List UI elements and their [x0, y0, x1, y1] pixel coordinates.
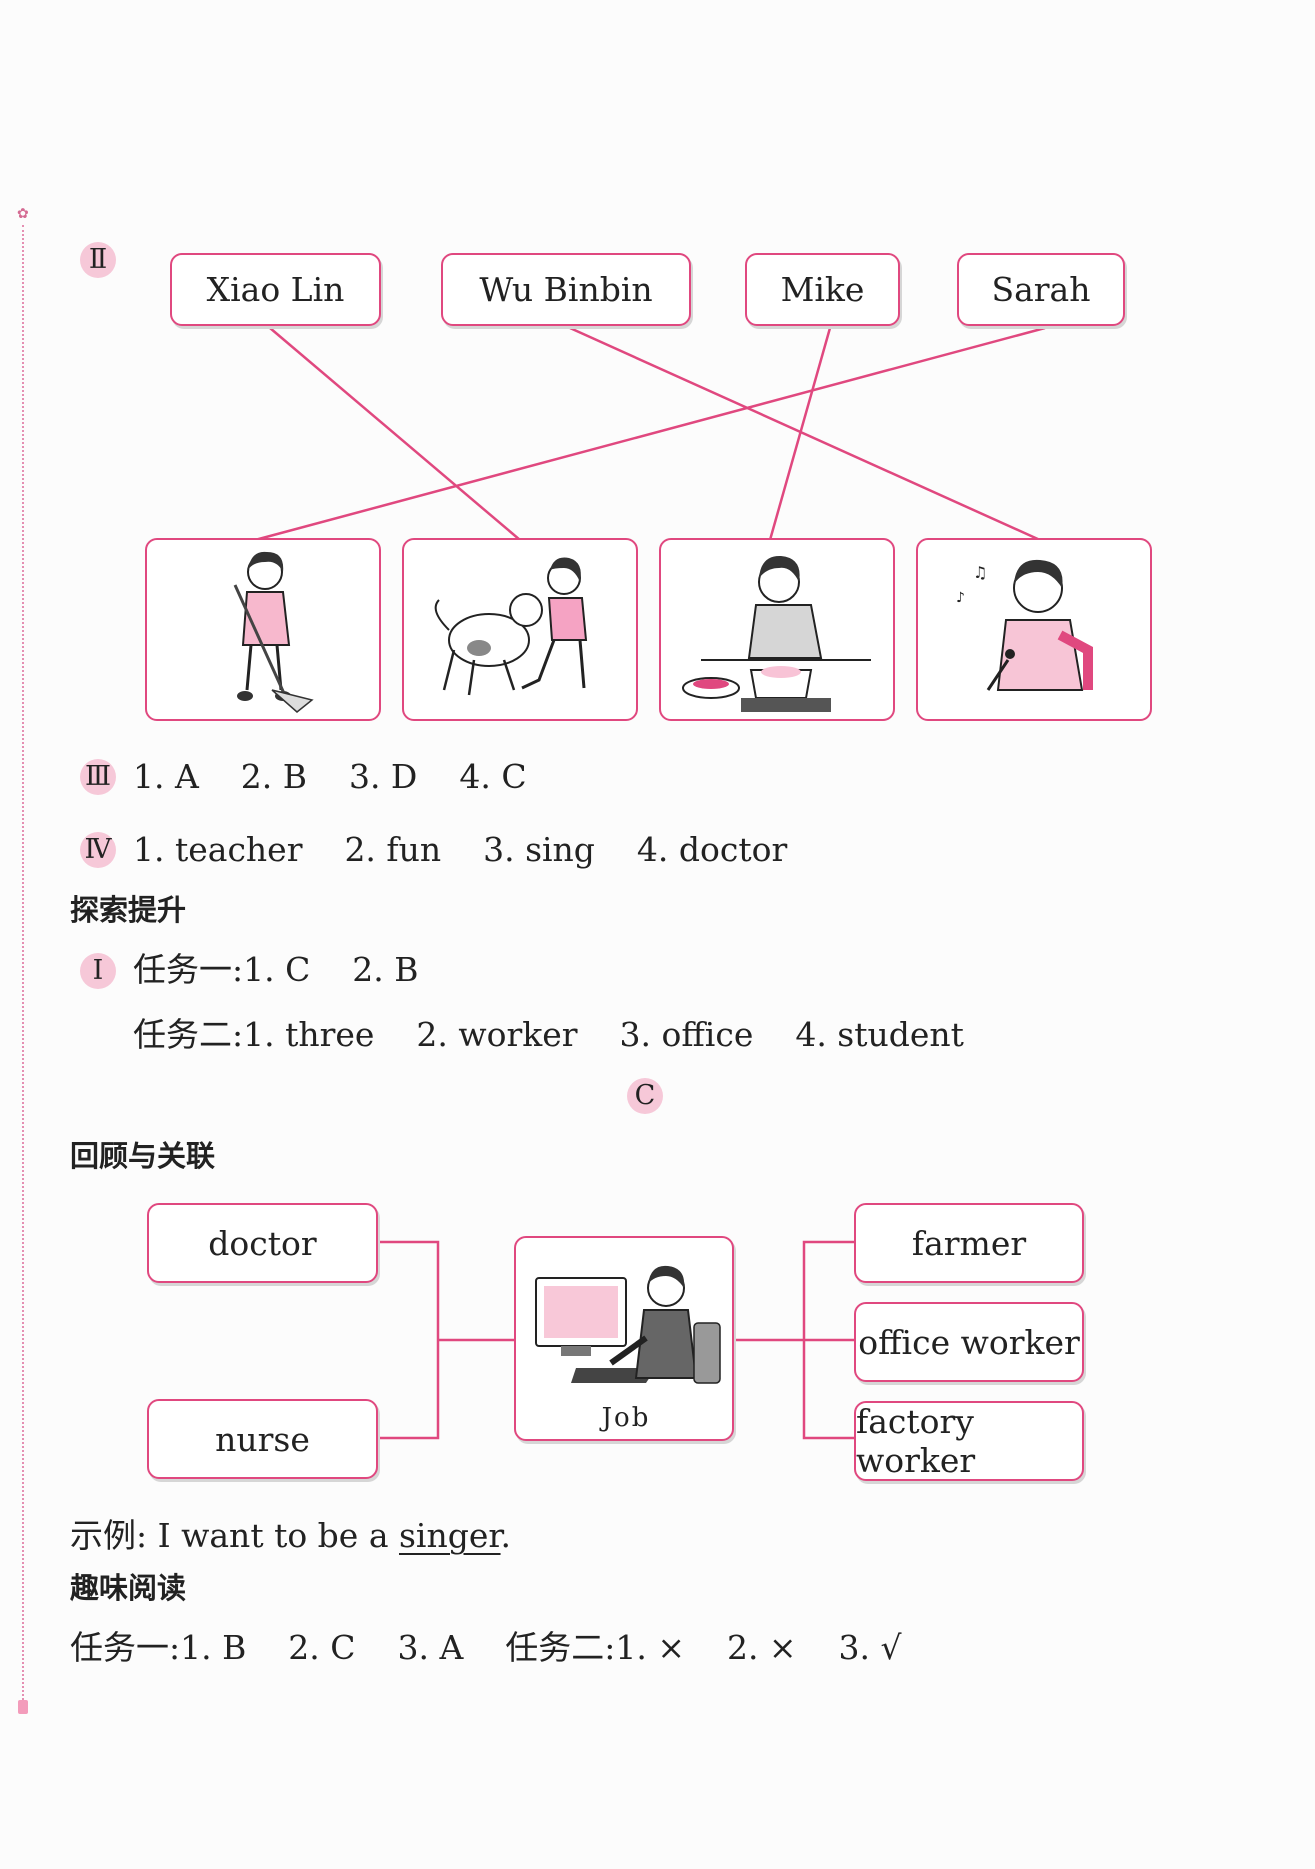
reading-answers: 任务一:1. B 2. C 3. A 任务二:1. × 2. × 3. √: [70, 1628, 902, 1667]
job-box-farmer: farmer: [854, 1203, 1084, 1283]
section3-answers: 1. A 2. B 3. D 4. C: [133, 757, 527, 796]
picture-boy-cooking: [659, 538, 895, 721]
job-box-nurse: nurse: [147, 1399, 378, 1479]
job-center-box: Job: [514, 1236, 734, 1441]
section-numeral-4: Ⅳ: [80, 832, 116, 868]
office-worker-illustration: [535, 1265, 721, 1384]
girl-sweeping-illustration: [233, 551, 314, 713]
svg-text:♫: ♫: [973, 563, 987, 582]
example-prefix: 示例:: [70, 1516, 148, 1555]
match-line-sarah: [254, 326, 1046, 542]
example-sentence: 示例: I want to be a singer.: [70, 1516, 511, 1556]
job-box-office-worker: office worker: [854, 1302, 1084, 1382]
explore-numeral-1: Ⅰ: [80, 953, 116, 989]
job-label: doctor: [208, 1223, 317, 1263]
job-label: office worker: [858, 1322, 1080, 1362]
name-box-sarah: Sarah: [957, 253, 1125, 326]
match-line-mike: [768, 327, 832, 541]
example-text: I want to be a: [147, 1516, 399, 1555]
boy-singing-illustration: ♫ ♪: [956, 559, 1093, 691]
flower-icon: ✿: [17, 206, 29, 222]
part-c-badge: C: [627, 1078, 663, 1114]
match-line-wu-binbin: [569, 326, 1041, 542]
svg-text:♪: ♪: [956, 590, 965, 606]
section-numeral-3: Ⅲ: [80, 759, 116, 795]
margin-rule-end: [18, 1700, 28, 1714]
section-numeral-2: Ⅱ: [80, 242, 116, 278]
margin-dotted-rule: [22, 225, 24, 1700]
name-box-xiao-lin: Xiao Lin: [170, 253, 381, 326]
picture-girl-with-dog: [402, 538, 638, 721]
job-label: farmer: [911, 1223, 1027, 1263]
name-box-wu-binbin: Wu Binbin: [441, 253, 691, 326]
name-box-mike: Mike: [745, 253, 900, 326]
boy-cooking-illustration: [682, 555, 871, 712]
job-label: factory worker: [856, 1402, 976, 1480]
picture-girl-sweeping: [145, 538, 381, 721]
name-label: Wu Binbin: [479, 270, 653, 309]
review-heading: 回顾与关联: [70, 1139, 216, 1173]
name-label: Mike: [780, 270, 865, 309]
reading-heading: 趣味阅读: [70, 1571, 187, 1605]
job-label: nurse: [215, 1419, 310, 1459]
explore-heading: 探索提升: [70, 893, 187, 927]
picture-boy-singing: ♫ ♪: [916, 538, 1152, 721]
job-center-label: Job: [601, 1403, 651, 1433]
example-word: singer: [399, 1516, 501, 1555]
name-label: Xiao Lin: [206, 270, 345, 309]
example-end: .: [500, 1516, 512, 1555]
name-label: Sarah: [991, 270, 1091, 309]
girl-dog-illustration: [434, 557, 588, 696]
job-box-factory-worker: factory worker: [854, 1401, 1084, 1481]
match-line-xiao-lin: [269, 327, 521, 541]
job-box-doctor: doctor: [147, 1203, 378, 1283]
explore-task2: 任务二:1. three 2. worker 3. office 4. stud…: [133, 1015, 964, 1054]
section4-answers: 1. teacher 2. fun 3. sing 4. doctor: [133, 830, 788, 869]
explore-task1: 任务一:1. C 2. B: [133, 950, 419, 989]
